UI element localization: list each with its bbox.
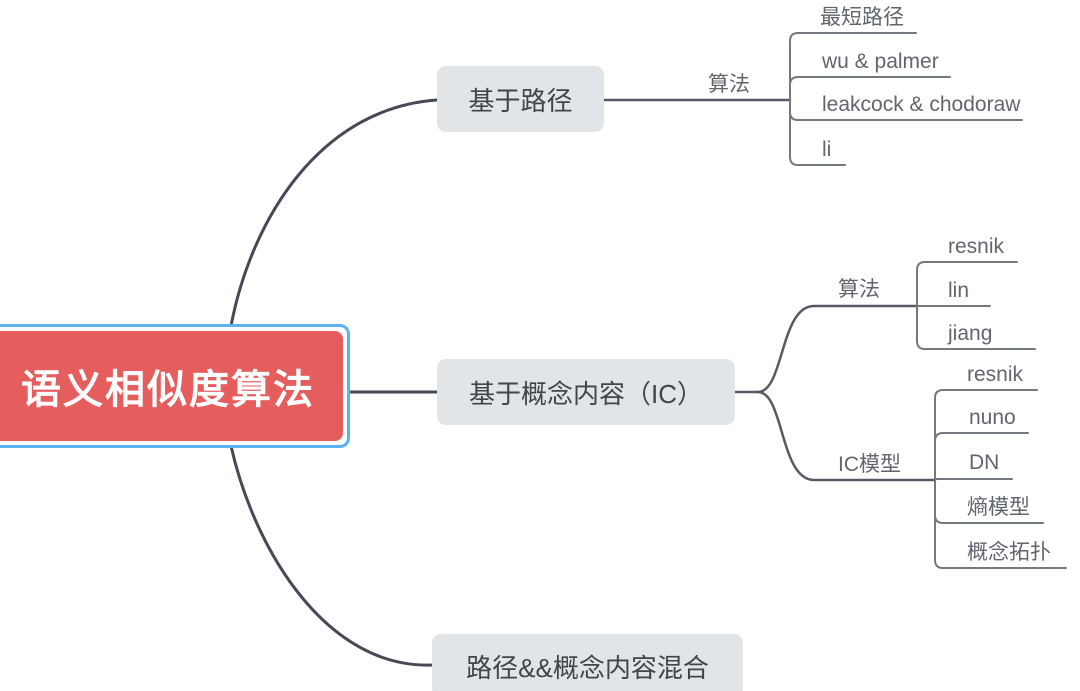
root-node-selected[interactable]: 语义相似度算法 — [0, 324, 350, 448]
leaf-entropy-model[interactable]: 熵模型 — [967, 496, 1030, 519]
leaf-dn[interactable]: DN — [969, 451, 1000, 474]
edge-leaf-topology — [934, 479, 1067, 569]
edge-leaf-resnik1 — [916, 261, 1018, 307]
node-algorithm-path[interactable]: 算法 — [708, 73, 750, 96]
root-node-label: 语义相似度算法 — [21, 368, 315, 412]
leaf-resnik-2[interactable]: resnik — [967, 363, 1024, 386]
node-ic-based-label: 基于概念内容（IC） — [468, 378, 703, 409]
leaf-nuno[interactable]: nuno — [969, 406, 1016, 429]
edge-root-to-path-based — [229, 98, 439, 328]
edge-leaf-nuno — [934, 432, 1029, 481]
edge-leaf-li — [789, 99, 846, 166]
edge-leaf-wu-palmer — [789, 76, 951, 101]
edge-ic-to-icmodel — [756, 390, 937, 482]
leaf-lin[interactable]: lin — [948, 279, 970, 302]
node-hybrid-label: 路径&&概念内容混合 — [466, 652, 709, 683]
edge-leaf-resnik2 — [934, 389, 1038, 481]
node-algorithm-ic[interactable]: 算法 — [838, 278, 880, 301]
node-hybrid[interactable]: 路径&&概念内容混合 — [432, 634, 743, 691]
leaf-resnik-1[interactable]: resnik — [948, 235, 1005, 258]
edge-ic-to-algorithm — [756, 304, 919, 394]
node-ic-based[interactable]: 基于概念内容（IC） — [437, 359, 735, 425]
leaf-concept-topology[interactable]: 概念拓扑 — [967, 541, 1051, 564]
leaf-leakcock-chodoraw[interactable]: leakcock & chodoraw — [822, 93, 1021, 116]
node-path-based[interactable]: 基于路径 — [437, 66, 604, 132]
leaf-wu-palmer[interactable]: wu & palmer — [822, 50, 939, 73]
leaf-li[interactable]: li — [822, 138, 832, 161]
leaf-jiang[interactable]: jiang — [948, 322, 993, 345]
root-node-body[interactable]: 语义相似度算法 — [0, 331, 343, 441]
node-ic-model[interactable]: IC模型 — [838, 453, 901, 476]
edge-root-to-hybrid — [229, 444, 434, 667]
edge-leaf-jiang — [916, 305, 1036, 350]
node-path-based-label: 基于路径 — [468, 85, 573, 116]
leaf-shortest-path[interactable]: 最短路径 — [820, 6, 904, 29]
edge-leaf-shortest-path — [789, 32, 917, 101]
